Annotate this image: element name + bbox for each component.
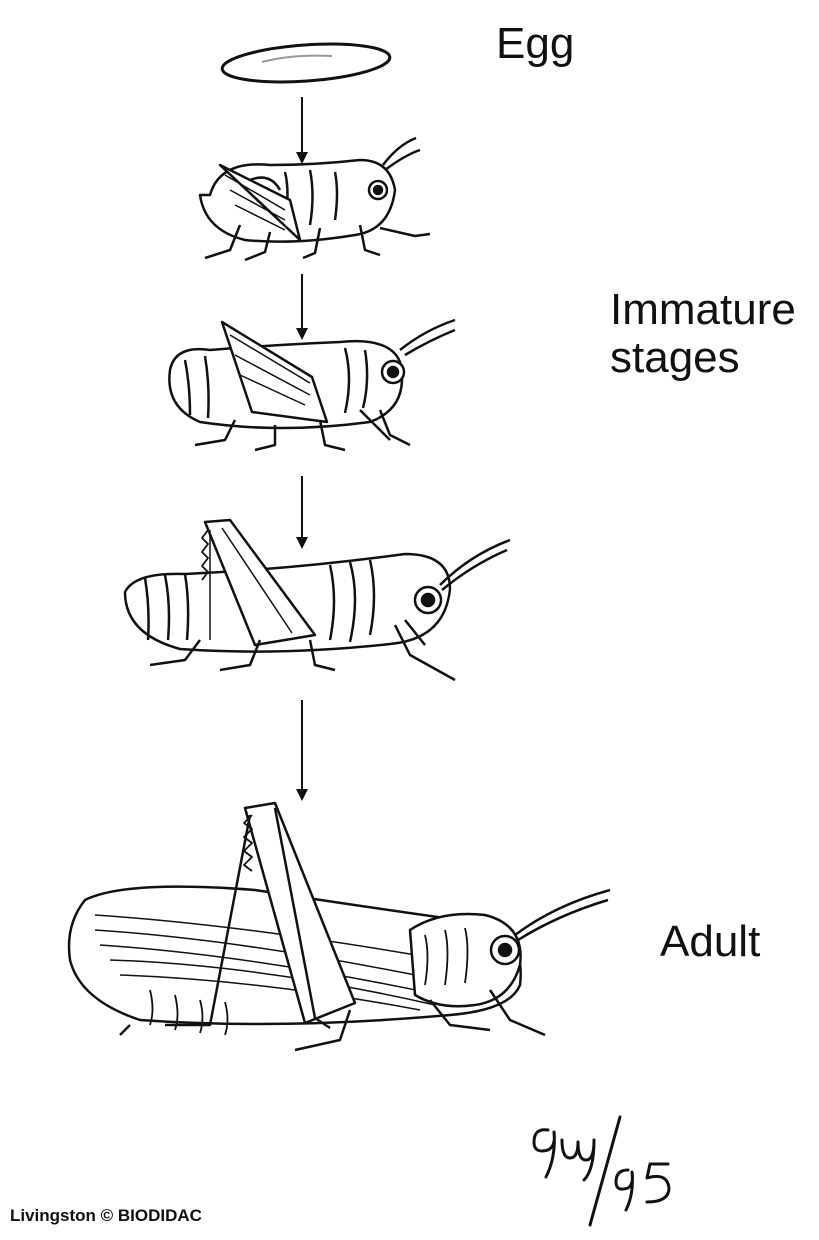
credit-text: Livingston © BIODIDAC (10, 1206, 202, 1225)
immature-label-line1: Immature (610, 285, 796, 334)
adult-illustration (67, 801, 611, 1052)
immature-label-line2: stages (610, 332, 740, 382)
egg-label: Egg (496, 19, 575, 68)
immature-stages-label: Immature stages (610, 286, 796, 381)
adult-label: Adult (660, 917, 761, 966)
nymph-stage-2-illustration (168, 318, 456, 452)
nymph-stage-1-illustration (198, 136, 431, 262)
handwritten-signature (532, 1115, 671, 1227)
nymph-stage-3-illustration (123, 518, 511, 682)
egg-illustration (220, 42, 392, 84)
